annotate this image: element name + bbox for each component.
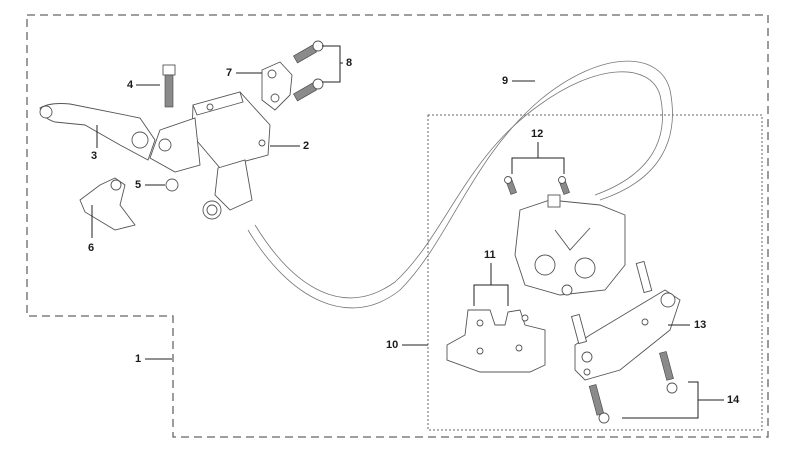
callout-13: 13 [694,319,707,331]
clamp-bolts [293,40,324,102]
callout-6: 6 [88,242,95,254]
callout-7: 7 [226,67,233,79]
handlebar-clamp [261,61,293,111]
callout-11: 11 [484,249,496,261]
callout-8: 8 [346,57,353,69]
callout-4: 4 [127,79,134,91]
brake-pads [446,309,546,373]
caliper-group-border [427,114,763,431]
lever-guard [79,177,136,231]
callout-12: 12 [531,128,544,140]
pivot-bolt [162,64,176,108]
brake-caliper [514,194,626,296]
lever-nut [165,178,179,192]
bracket-bolts [588,351,678,424]
callout-1: 1 [135,353,142,365]
callout-3: 3 [91,150,98,162]
caliper-bracket [570,260,681,381]
assembly-group-border [26,14,769,438]
callout-5: 5 [135,179,142,191]
leader-lines [91,45,724,419]
callout-14: 14 [727,394,740,406]
brake-hose [247,60,673,309]
master-cylinder [149,91,271,220]
callout-9: 9 [502,75,509,87]
callout-2: 2 [303,140,310,152]
callout-10: 10 [386,339,399,351]
caliper-pin-bolts [504,176,570,195]
